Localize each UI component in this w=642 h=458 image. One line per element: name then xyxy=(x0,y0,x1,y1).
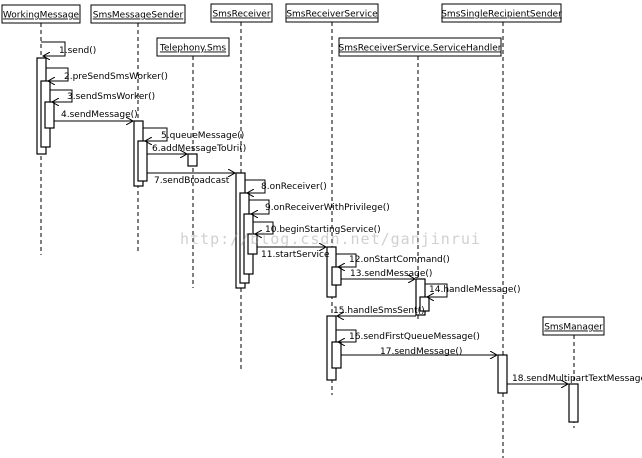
participant-label-workingmessage: WorkingMessage xyxy=(3,11,80,21)
activation-bar xyxy=(44,101,55,129)
message-label-2: 2.preSendSmsWorker() xyxy=(64,72,168,82)
participant-label-smssinglerecipientsender: SmsSingleRecipientSender xyxy=(441,10,562,20)
message-label-15: 15.handleSmsSent() xyxy=(333,306,425,316)
message-label-8: 8.onReceiver() xyxy=(261,182,327,192)
activation-bar xyxy=(568,383,579,423)
participant-label-smsmanager: SmsManager xyxy=(544,323,603,333)
activation-bar xyxy=(497,354,508,394)
message-label-11: 11.startService xyxy=(261,250,330,260)
message-label-17: 17.sendMessage() xyxy=(380,347,462,357)
message-label-16: 16.sendFirstQueueMessage() xyxy=(349,332,480,342)
participant-label-telephony-sms: Telephony.Sms xyxy=(159,44,227,54)
message-arrow-5 xyxy=(143,127,168,141)
participant-box-smsmanager xyxy=(542,316,605,336)
activation-bar xyxy=(331,341,342,369)
message-arrow-8 xyxy=(245,179,266,193)
participant-box-smssinglerecipientsender xyxy=(441,3,562,23)
message-arrow-12 xyxy=(336,253,357,267)
participant-box-servicehandler xyxy=(338,37,502,57)
participant-box-workingmessage xyxy=(1,4,81,24)
message-label-14: 14.handleMessage() xyxy=(429,285,520,295)
message-label-5: 5.queueMessage() xyxy=(161,131,244,141)
message-arrow-14 xyxy=(425,283,448,297)
message-arrow-1 xyxy=(41,41,66,56)
message-label-6: 6.addMessageToUri() xyxy=(152,144,246,154)
message-label-18: 18.sendMultipartTextMessage() xyxy=(512,374,642,384)
message-label-1: 1.send() xyxy=(59,46,96,56)
participant-label-servicehandler: SmsReceiverService.ServiceHandler xyxy=(339,44,502,54)
message-arrow-10 xyxy=(253,221,274,234)
message-label-10: 10.beginStartingService() xyxy=(265,225,381,235)
watermark: http://blog.csdn.net/ganjinrui xyxy=(180,230,481,248)
message-label-13: 13.sendMessage() xyxy=(350,269,432,279)
participant-label-smsmessagesender: SmsMessageSender xyxy=(93,11,184,21)
participant-label-smsreceiverservice: SmsReceiverService xyxy=(286,10,378,20)
activation-bar xyxy=(187,153,198,167)
participant-label-smsreceiver: SmsReceiver xyxy=(212,10,270,20)
message-arrow-3 xyxy=(50,89,73,102)
participant-box-smsreceiverservice xyxy=(285,3,379,23)
message-label-12: 12.onStartCommand() xyxy=(349,255,450,265)
activation-bar xyxy=(247,233,258,255)
message-label-3: 3.sendSmsWorker() xyxy=(67,92,155,102)
activation-bar xyxy=(137,140,148,182)
message-arrow-16 xyxy=(336,329,357,342)
message-arrow-2 xyxy=(46,67,69,81)
participant-box-telephony-sms xyxy=(156,37,230,57)
participant-box-smsreceiver xyxy=(210,3,273,23)
activation-bar xyxy=(331,266,342,286)
message-label-7: 7.sendBroadcast xyxy=(154,176,230,186)
message-label-9: 9.onReceiverWithPrivilege() xyxy=(265,203,390,213)
message-label-4: 4.sendMessage() xyxy=(61,110,138,120)
message-arrow-9 xyxy=(249,199,270,214)
activation-bar xyxy=(419,296,430,312)
participant-box-smsmessagesender xyxy=(90,4,186,24)
